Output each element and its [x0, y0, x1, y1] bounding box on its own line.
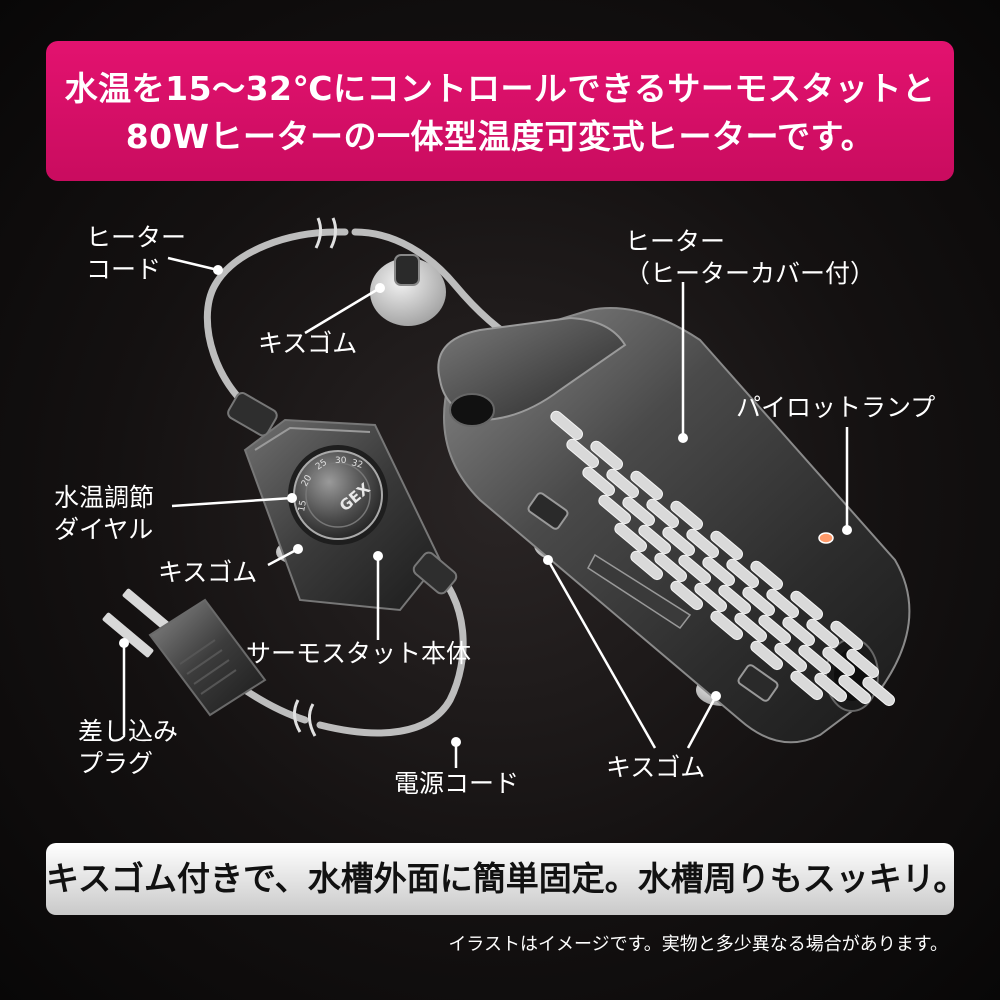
label-plug: 差し込み プラグ [78, 716, 178, 780]
headline-line-1: 水温を15〜32℃にコントロールできるサーモスタットと [64, 69, 936, 108]
leader-heater-cord [167, 256, 219, 272]
vent-slot [550, 410, 584, 441]
headline-line-2: 80Wヒーターの一体型温度可変式ヒーターです。 [125, 117, 875, 156]
leader-suction-heater-b [686, 695, 718, 749]
vent-slot [734, 612, 768, 643]
leader-suction-top [304, 286, 381, 335]
vent-slot [862, 676, 896, 707]
leader-dial [171, 496, 293, 508]
vent-slot [774, 642, 808, 673]
label-thermostat-body: サーモスタット本体 [246, 639, 472, 668]
vent-slot [750, 640, 784, 671]
pilot-lamp-mark [818, 532, 834, 544]
label-plug-line-2: プラグ [78, 749, 154, 778]
dial-scale-15: 15 [297, 500, 309, 513]
vent-slot [638, 524, 672, 555]
headline-banner: 水温を15〜32℃にコントロールできるサーモスタットと 80Wヒーターの一体型温… [46, 41, 954, 181]
vent-slot [686, 528, 720, 559]
plug-illustration [102, 588, 267, 717]
vent-slot [710, 610, 744, 641]
label-heater: ヒーター （ヒーターカバー付） [625, 226, 875, 290]
vent-slot [598, 494, 632, 525]
vent-slot [694, 582, 728, 613]
vent-slot [822, 646, 856, 677]
vent-slot [582, 466, 616, 497]
vent-slot [702, 556, 736, 587]
label-heater-line-2: （ヒーターカバー付） [625, 259, 876, 288]
label-suction-cup-top: キスゴム [258, 329, 358, 358]
vent-slot [726, 558, 760, 589]
vent-slot [678, 554, 712, 585]
vent-slot [590, 440, 624, 471]
label-suction-cup-thermostat: キスゴム [158, 558, 258, 587]
vent-slot [622, 496, 656, 527]
vent-slot [710, 530, 744, 561]
vent-slot [630, 550, 664, 581]
label-dial: 水温調節 ダイヤル [54, 482, 154, 546]
vent-slot [566, 438, 600, 469]
vent-slot [606, 468, 640, 499]
vent-slot [830, 620, 864, 651]
leader-suction-heater-a [546, 559, 657, 749]
label-dial-line-1: 水温調節 [54, 483, 155, 512]
leader-lines [122, 256, 849, 768]
vent-slot [814, 672, 848, 703]
label-dial-line-2: ダイヤル [54, 515, 154, 544]
dial-scale-30: 30 [335, 456, 347, 466]
label-heater-line-1: ヒーター [625, 227, 726, 256]
vent-slot [750, 560, 784, 591]
vent-slot [718, 584, 752, 615]
label-pilot-lamp: パイロットランプ [736, 393, 936, 422]
vent-slot [646, 498, 680, 529]
label-heater-cord-line-2: コード [86, 255, 162, 284]
vent-slot [806, 618, 840, 649]
thermostat-body-illustration [227, 392, 458, 612]
vent-slot [630, 470, 664, 501]
suction-cup-cord [370, 254, 446, 326]
vent-slot [758, 614, 792, 645]
vent-slot [742, 586, 776, 617]
vent-slot [790, 670, 824, 701]
cord-break-mark-top [314, 217, 338, 249]
vent-slot [798, 644, 832, 675]
vent-slot [790, 590, 824, 621]
vent-slot [838, 674, 872, 705]
vent-slot [782, 616, 816, 647]
vent-slot [846, 648, 880, 679]
disclaimer-note: イラストはイメージです。実物と多少異なる場合があります。 [448, 934, 948, 955]
vent-slot [670, 500, 704, 531]
leader-dots [119, 265, 852, 747]
vent-slot [670, 580, 704, 611]
label-power-cord: 電源コード [394, 769, 520, 798]
dial-scale-32: 32 [350, 458, 364, 471]
vent-slot [614, 522, 648, 553]
cord-break-mark-bottom [293, 699, 317, 737]
vent-slot [654, 552, 688, 583]
label-heater-cord: ヒーター コード [86, 222, 186, 286]
heater-body-illustration [437, 307, 911, 744]
label-plug-line-1: 差し込み [78, 717, 179, 746]
power-cord [241, 561, 467, 737]
vent-slot [662, 526, 696, 557]
label-heater-cord-line-1: ヒーター [86, 223, 187, 252]
vent-slot [766, 588, 800, 619]
label-suction-cup-heater: キスゴム [606, 753, 706, 782]
feature-banner: キスゴム付きで、水槽外面に簡単固定。水槽周りもスッキリ。 [46, 843, 966, 915]
leader-suction-thermostat [267, 547, 299, 567]
